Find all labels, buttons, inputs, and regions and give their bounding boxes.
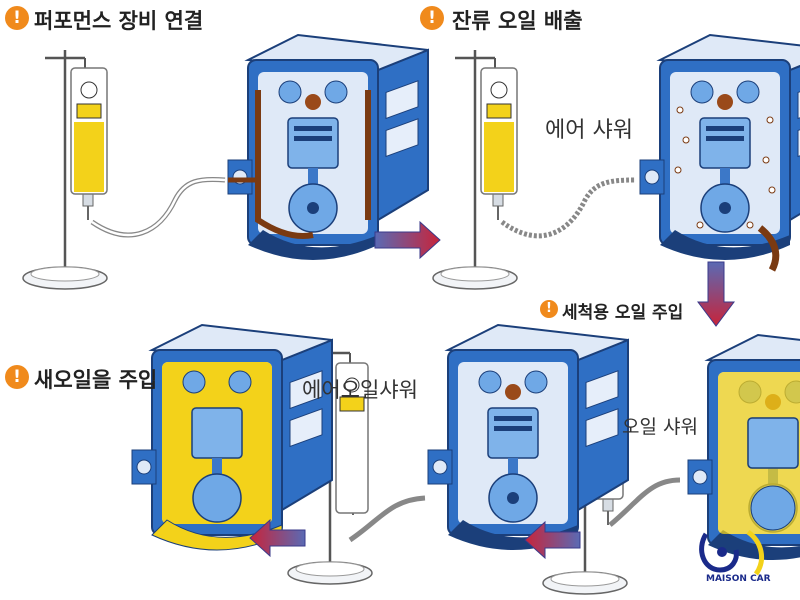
engine-3 (688, 335, 800, 560)
flush-stand-4 (286, 343, 374, 586)
engine-1 (228, 35, 428, 260)
step-4-title: 새오일을 주입 (34, 368, 158, 392)
gauge-icon (490, 81, 508, 99)
hose-1 (90, 176, 226, 238)
maison-car-logo (699, 529, 765, 576)
canister-oil-1 (74, 122, 104, 192)
alert-icon: ! (420, 6, 444, 30)
panel-5 (132, 325, 332, 550)
flush-stand-2 (431, 48, 519, 291)
alert-icon: ! (5, 365, 29, 389)
bg-logo-icon (76, 103, 102, 119)
logo-text: MAISON CAR (706, 574, 771, 584)
alert-icon: ! (5, 6, 29, 30)
flow-arrow-icon (374, 220, 441, 260)
hose-3 (608, 477, 681, 527)
step-1-title: 퍼포먼스 장비 연결 (34, 9, 204, 33)
hose-2 (500, 177, 636, 239)
panel-2 (431, 35, 800, 291)
hose-4 (348, 495, 426, 543)
flow-arrow-icon (697, 261, 735, 327)
gauge-icon (80, 81, 98, 99)
engine-2 (640, 35, 800, 260)
bg-logo-icon (486, 103, 512, 119)
oil-drain-stream (757, 225, 780, 272)
step-3-title: 세척용 오일 주입 (562, 303, 684, 323)
alert-icon: ! (540, 300, 558, 318)
air-oil-shower-label: 에어오일샤워 (302, 378, 418, 402)
panel-1 (21, 35, 428, 291)
bg-logo-icon (339, 396, 365, 412)
gauge-icon (344, 377, 360, 393)
engine-4 (428, 325, 628, 550)
engine-5 (132, 325, 332, 550)
oil-shower-label: 오일 샤워 (622, 416, 698, 438)
panel-4 (286, 325, 628, 586)
flow-arrow-icon (249, 518, 306, 558)
canister-oil-2 (484, 122, 514, 192)
step-2-title: 잔류 오일 배출 (452, 9, 583, 33)
air-shower-label: 에어 샤워 (545, 118, 633, 143)
flush-stand-1 (21, 48, 109, 291)
flow-arrow-icon (524, 520, 581, 560)
